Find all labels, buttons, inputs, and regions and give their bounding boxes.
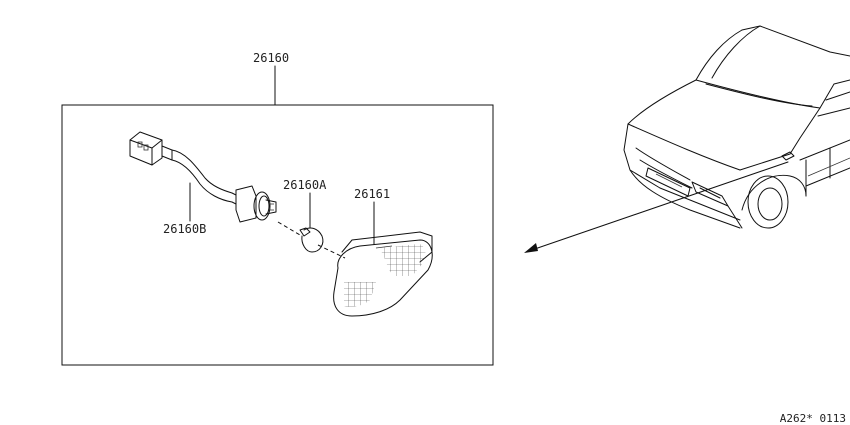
assembly-dashed-line xyxy=(277,221,301,236)
assembly-dashed-line-2 xyxy=(317,244,346,259)
location-arrow xyxy=(524,161,789,253)
wire-harness xyxy=(171,149,237,205)
parts-box xyxy=(61,104,494,366)
harness-part-number: 26160B xyxy=(163,222,206,236)
diagram-code: A262* 0113 xyxy=(780,412,846,425)
car-illustration xyxy=(623,25,850,229)
wedge-bulb xyxy=(299,227,324,253)
lamp-part-number: 26161 xyxy=(354,187,390,201)
harness-connector xyxy=(129,131,173,166)
bulb-socket xyxy=(235,185,277,223)
bulb-part-number: 26160A xyxy=(283,178,327,192)
side-marker-lamp xyxy=(333,231,433,317)
assembly-part-number: 26160 xyxy=(253,51,289,65)
